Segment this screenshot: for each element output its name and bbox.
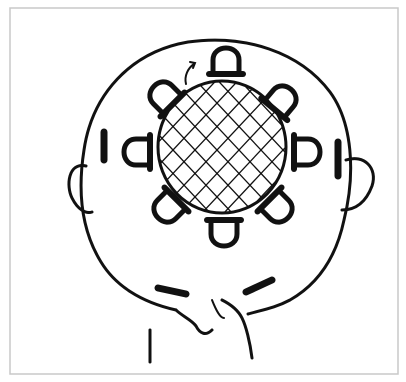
illustration-stage	[0, 0, 406, 382]
head-diagram	[0, 0, 406, 382]
